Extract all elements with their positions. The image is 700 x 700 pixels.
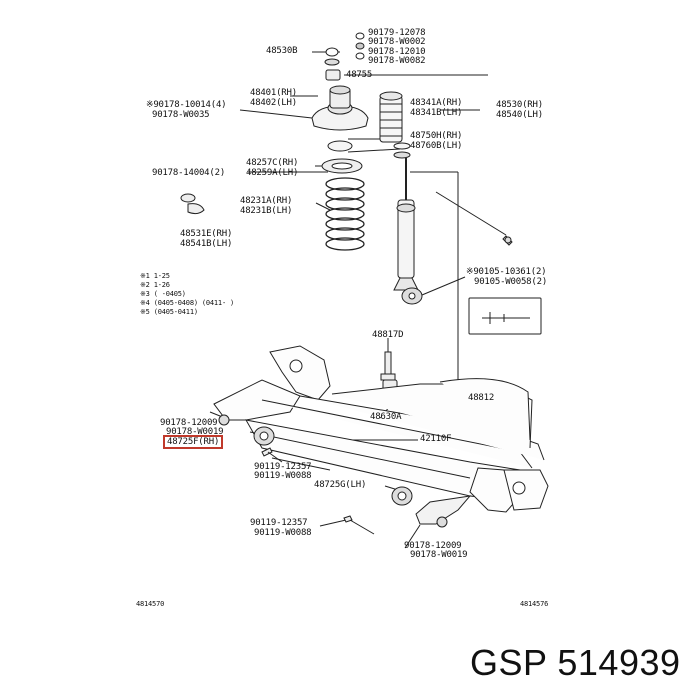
part-label-48812: 48812: [468, 393, 495, 403]
part-label-48402: 48402(LH): [250, 98, 297, 108]
part-label-48540: 48540(LH): [496, 110, 543, 120]
part-label-90119-w0088: 90119-W0088: [254, 528, 312, 538]
part-label-48231a: 48231A(RH): [240, 196, 293, 206]
part-label-90119-12357: 90119-12357: [250, 518, 308, 528]
part-label-90178-w0035: 90178-W0035: [152, 110, 210, 120]
part-label-48755: 48755: [346, 70, 373, 80]
part-label-90178-12009: 90178-12009: [160, 418, 218, 428]
part-label-48530: 48530(RH): [496, 100, 543, 110]
legend-note: ※2 1-26: [140, 281, 170, 289]
part-label-90179-12078: 90179-12078: [368, 28, 426, 38]
part-label-48257c: 48257C(RH): [246, 158, 299, 168]
part-label-90119-w0088: 90119-W0088: [254, 471, 312, 481]
part-label-90178-w0019: 90178-W0019: [410, 550, 468, 560]
part-label-48341b: 48341B(LH): [410, 108, 463, 118]
part-label-48541b: 48541B(LH): [180, 239, 233, 249]
part-label-42110f: 42110F: [420, 434, 452, 444]
part-label-90178-w0002: 90178-W0002: [368, 37, 426, 47]
part-label-48231b: 48231B(LH): [240, 206, 293, 216]
diagram-id-right: 4814576: [520, 600, 549, 608]
part-label-48760b: 48760B(LH): [410, 141, 463, 151]
part-label-90105-w0058: 90105-W0058(2): [474, 277, 548, 287]
part-label-48817d: 48817D: [372, 330, 404, 340]
brand-part-number: GSP 514939: [470, 642, 681, 683]
part-label-90178-12009: 90178-12009: [404, 541, 462, 551]
legend-note: ※3 ( -0405): [140, 290, 186, 298]
legend-note: ※1 1-25: [140, 272, 170, 280]
legend-note: ※4 (0405-0408) (0411- ): [140, 299, 234, 307]
part-label-48259a: 48259A(LH): [246, 168, 299, 178]
part-label-48530b: 48530B: [266, 46, 298, 56]
part-label-48531e: 48531E(RH): [180, 229, 233, 239]
part-label-90105-10361: ※90105-10361(2): [466, 267, 547, 277]
part-label-48750h: 48750H(RH): [410, 131, 463, 141]
part-label-48725g: 48725G(LH): [314, 480, 367, 490]
part-label-48401: 48401(RH): [250, 88, 297, 98]
part-label-90178-w0019: 90178-W0019: [166, 427, 224, 437]
legend-note: ※5 (0405-0411): [140, 308, 198, 316]
part-label-90178-10014: ※90178-10014(4): [146, 100, 227, 110]
part-label-90178-w0082: 90178-W0082: [368, 56, 426, 66]
part-label-90119-12357: 90119-12357: [254, 462, 312, 472]
part-label-48725f-highlighted[interactable]: 48725F(RH): [162, 435, 224, 449]
part-label-90178-14004: 90178-14004(2): [152, 168, 226, 178]
part-label-90178-12010: 90178-12010: [368, 47, 426, 57]
part-label-48630a: 48630A: [370, 412, 402, 422]
part-label-48341a: 48341A(RH): [410, 98, 463, 108]
diagram-id-left: 4814570: [136, 600, 165, 608]
